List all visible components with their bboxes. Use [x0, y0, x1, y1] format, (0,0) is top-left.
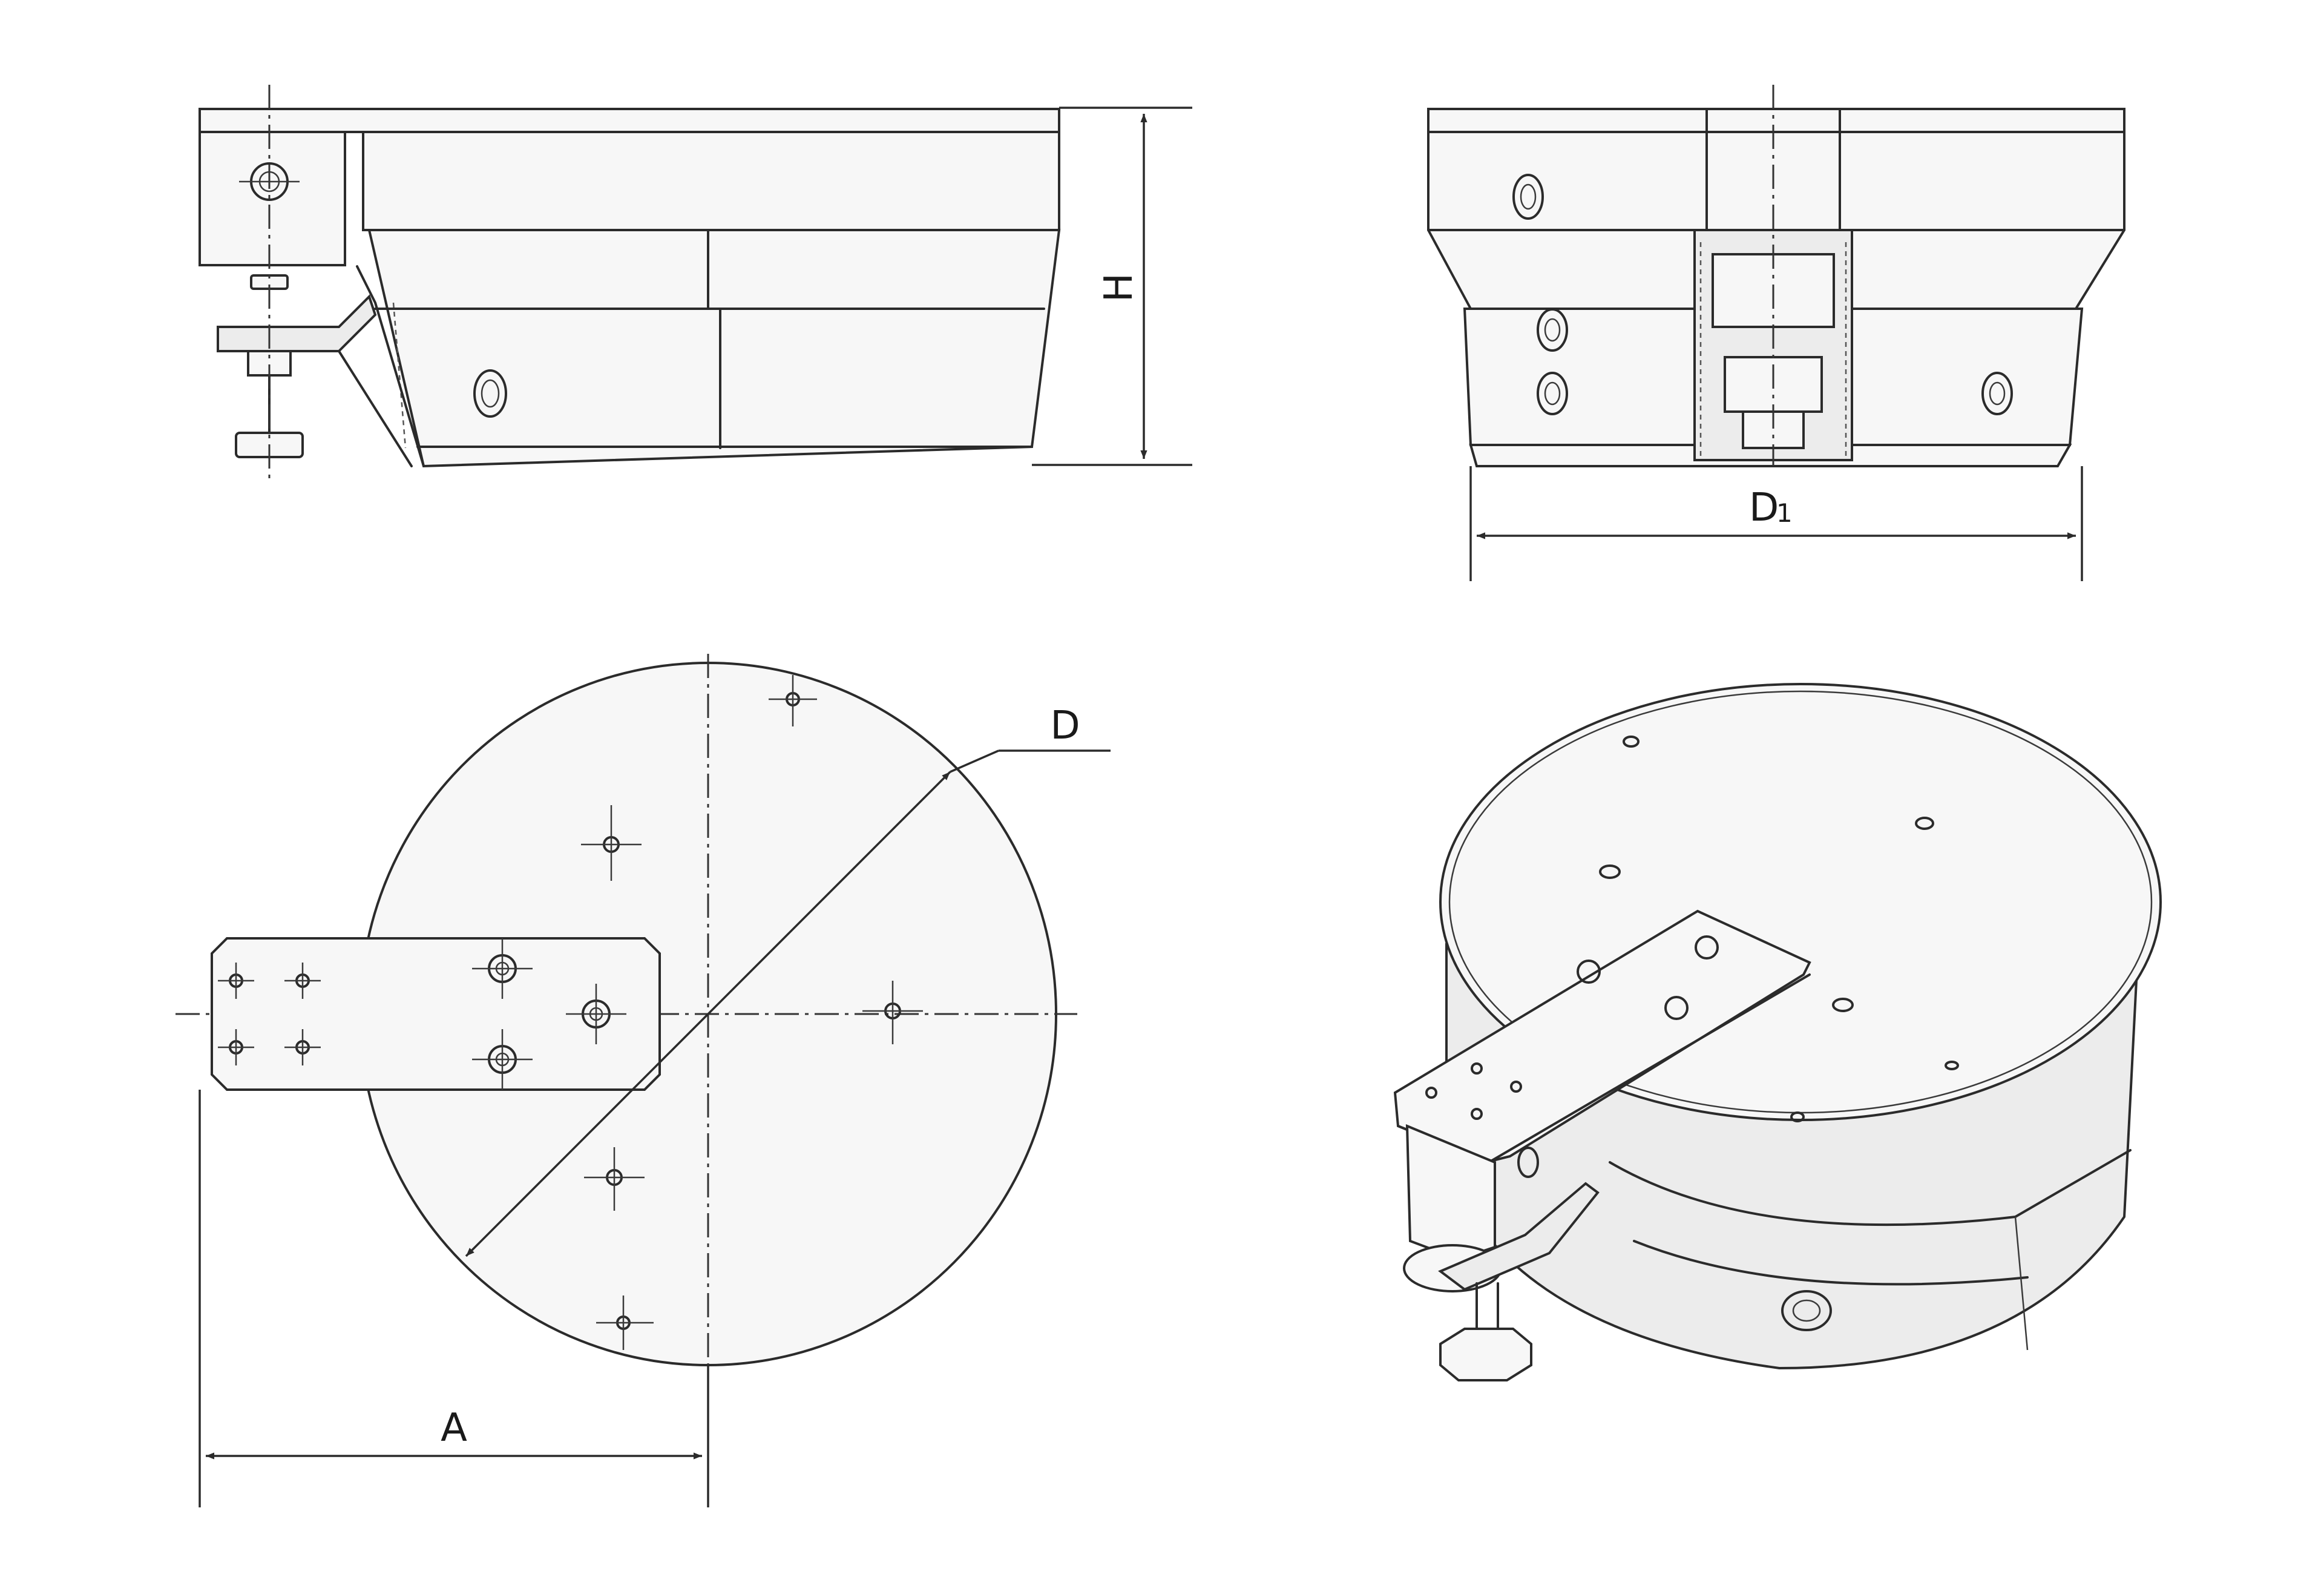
height-dimension: H: [1032, 107, 1192, 466]
plate-hole-icon: [218, 1029, 254, 1065]
top-view: D A: [176, 654, 1111, 1507]
plate-hole-icon: [284, 963, 321, 999]
bolt-hole-icon: [1537, 308, 1568, 352]
d1-label: D: [1749, 486, 1779, 530]
offset-label: A: [441, 1406, 467, 1450]
plate-hole-icon: [218, 963, 254, 999]
front-view: H: [199, 85, 1192, 478]
d1-dimension: D 1: [1469, 466, 2083, 581]
disc-hole-icon: [596, 1296, 654, 1350]
bolt-hole-icon: [1537, 372, 1568, 415]
d1-subscript: 1: [1776, 498, 1793, 528]
disc-hole-icon: [769, 675, 817, 726]
bolt-hole-icon: [1981, 372, 2013, 415]
bolt-hole-icon: [1781, 1290, 1832, 1331]
bolt-hole-icon: [1512, 174, 1544, 220]
height-label: H: [1097, 273, 1141, 302]
bolt-hole-icon: [473, 369, 507, 418]
plate-hole-icon: [284, 1029, 321, 1065]
diameter-label: D: [1050, 703, 1080, 748]
offset-dimension: A: [199, 1090, 709, 1507]
diameter-dimension: D: [465, 703, 1111, 1257]
side-view: D 1: [1427, 85, 2125, 581]
isometric-view: [1393, 683, 2162, 1381]
